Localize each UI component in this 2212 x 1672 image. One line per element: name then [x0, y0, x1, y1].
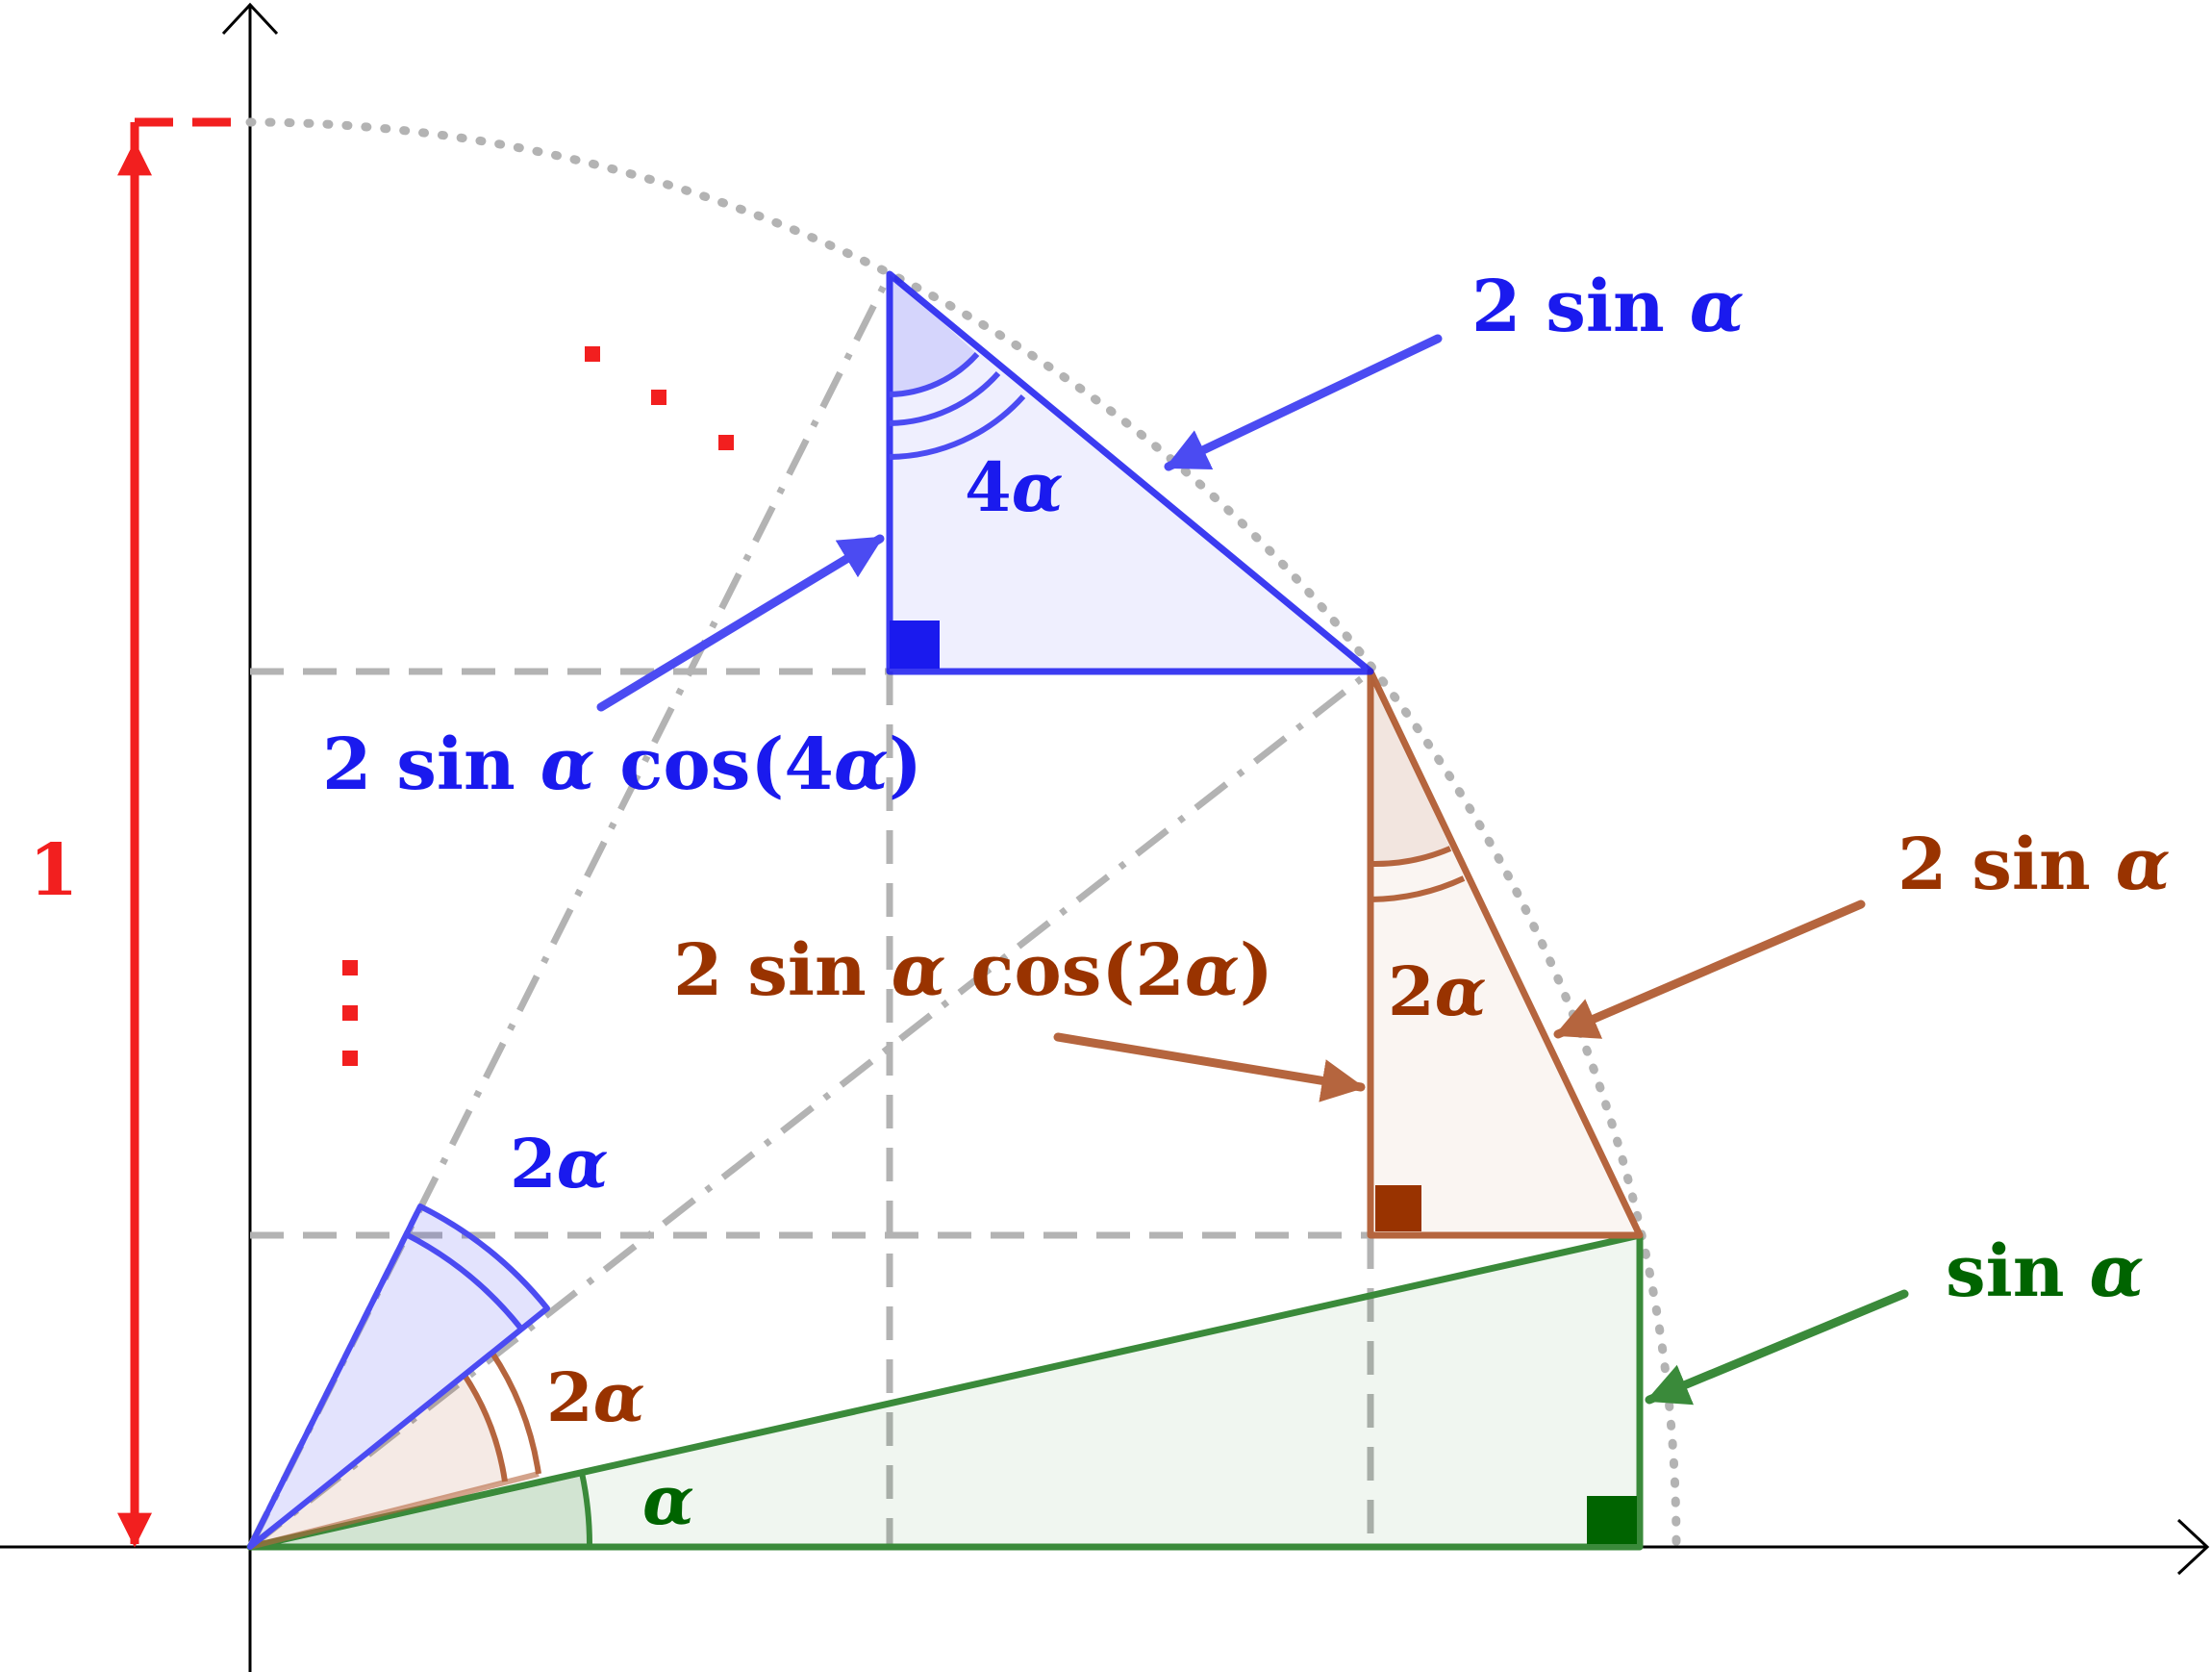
unit-circle-arc: [245, 117, 1681, 1552]
blue-right-angle-mark: [890, 621, 940, 669]
green-angle-arc: [249, 1469, 593, 1550]
brown-side-label: 2 sin α cos(2α): [673, 929, 1273, 1012]
arrow-brown-hyp: [1553, 899, 1866, 1039]
blue-angle-arc-bottom: [247, 1203, 550, 1550]
brown-triangle: [249, 668, 1644, 1550]
blue-side-label: 2 sin α cos(4α): [322, 723, 922, 806]
arrow-blue-side: [596, 534, 885, 712]
green-side-label: sin α: [1946, 1230, 2145, 1313]
annotation-arrows: [596, 334, 1909, 1406]
green-angle-label: α: [642, 1460, 694, 1540]
arrow-green-side: [1645, 1289, 1909, 1406]
blue-hyp-label: 2 sin α: [1471, 266, 1745, 348]
ray-6a: [247, 669, 1373, 1550]
y-axis-arrow-icon: [221, 2, 279, 36]
brown-hyp-label: 2 sin α: [1898, 823, 2171, 906]
green-triangle: [246, 1231, 1644, 1551]
blue-angle-top-label: 4α: [965, 447, 1064, 527]
x-axis-arrow-icon: [2176, 1518, 2210, 1576]
blue-triangle: [247, 270, 1374, 1550]
unit-label: 1: [29, 829, 79, 912]
arrow-blue-hyp: [1164, 334, 1443, 471]
brown-angle-arc-bottom: [250, 1374, 505, 1547]
brown-angle-arc-right: [1370, 671, 1450, 865]
ellipsis-dots: [342, 346, 734, 1066]
arrow-brown-side: [1053, 1032, 1366, 1102]
brown-angle-bottom-label: 2α: [546, 1357, 645, 1437]
unit-height-bracket: [117, 117, 250, 1548]
blue-angle-arc-top: [890, 274, 977, 394]
brown-right-angle-mark: [1375, 1185, 1421, 1231]
blue-angle-bottom-label: 2α: [510, 1124, 609, 1203]
green-right-angle-mark: [1587, 1496, 1637, 1544]
brown-angle-right-label: 2α: [1388, 951, 1487, 1031]
